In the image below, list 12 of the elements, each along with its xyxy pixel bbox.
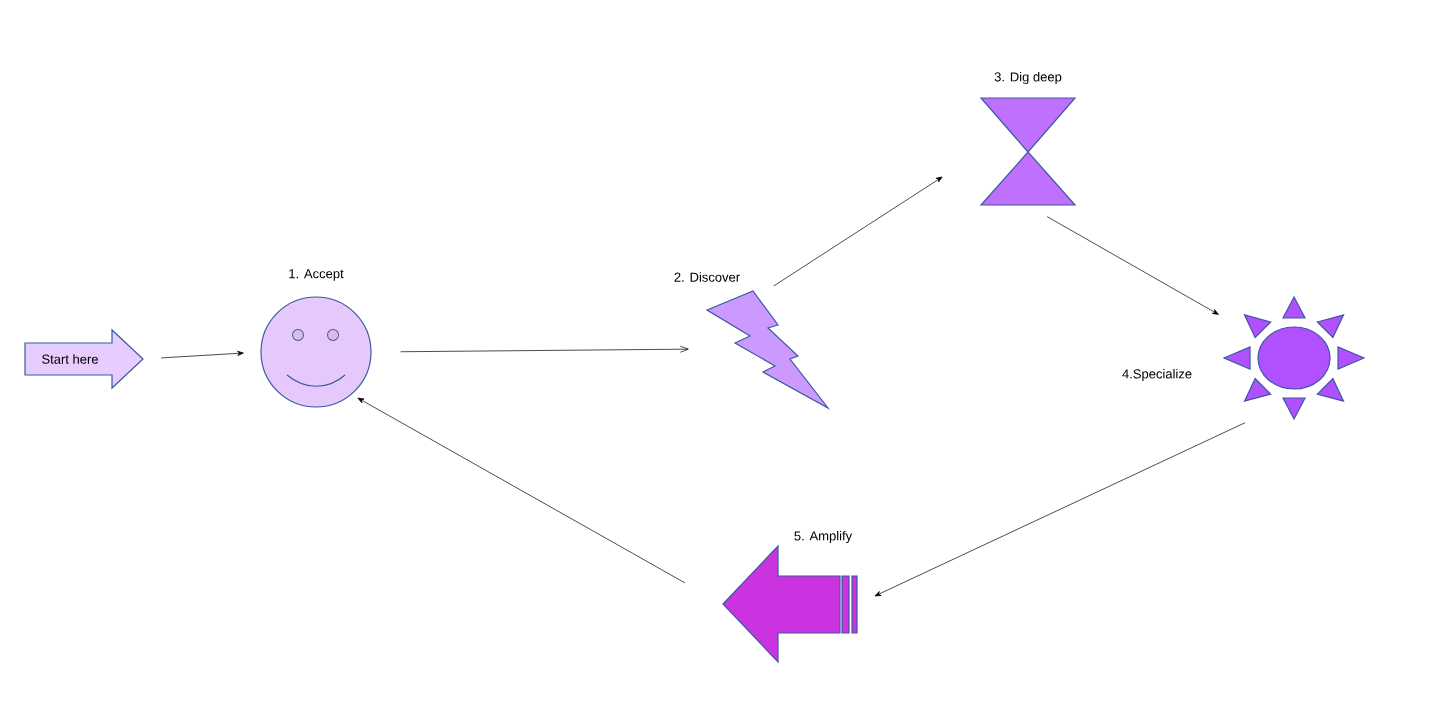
node-label: 1. Accept: [289, 269, 344, 281]
node-label: 5. Amplify: [794, 530, 853, 544]
node-label: 2. Discover: [674, 272, 740, 282]
arrow: [357, 397, 686, 584]
arrow: [1046, 216, 1219, 315]
node-label: Start here: [42, 354, 98, 364]
arrow: [773, 176, 943, 287]
node-label: 3. Dig deep: [994, 71, 1062, 85]
arrow: [874, 422, 1246, 597]
arrow: [400, 345, 689, 353]
node-label: 4.Specialize: [1122, 368, 1192, 382]
arrow: [160, 350, 244, 359]
